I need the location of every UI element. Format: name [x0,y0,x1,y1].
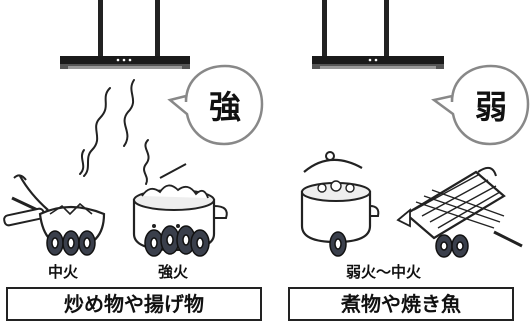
panel-simmer-grill-fish: 弱 弱火〜中火 煮物や焼き魚 [266,0,531,327]
category-stir-fry-deep-fry: 炒め物や揚げ物 [6,287,262,321]
grilled-fish-icon [396,166,523,248]
simmer-pot-icon [300,151,380,244]
medium-flame-icon [46,230,96,256]
low-flame-icon [329,231,347,257]
range-hood-icon [60,56,190,69]
left-illustration [3,0,264,257]
speech-bubble [167,64,264,146]
hood-support-left [322,0,327,58]
hood-support-right [155,0,160,58]
right-illustration [300,0,530,258]
panel-stir-fry-deep-fry: 強 中火 強火 炒め物や揚げ物 [3,0,264,321]
medium-low-flame-icon [435,234,469,258]
label-low-to-medium-heat: 弱火〜中火 [346,263,422,281]
range-hood-icon [312,56,444,69]
smoke-icon [79,79,150,185]
hood-support-left [98,0,103,58]
label-medium-heat: 中火 [48,263,79,281]
strong-flame-icon [144,225,210,257]
category-simmer-grill-fish: 煮物や焼き魚 [288,287,514,321]
bubble-label-weak: 弱 [474,88,507,126]
label-strong-heat: 強火 [158,263,189,281]
speech-bubble [431,64,530,146]
hood-support-right [384,0,389,58]
bubble-label-strong: 強 [208,88,241,126]
